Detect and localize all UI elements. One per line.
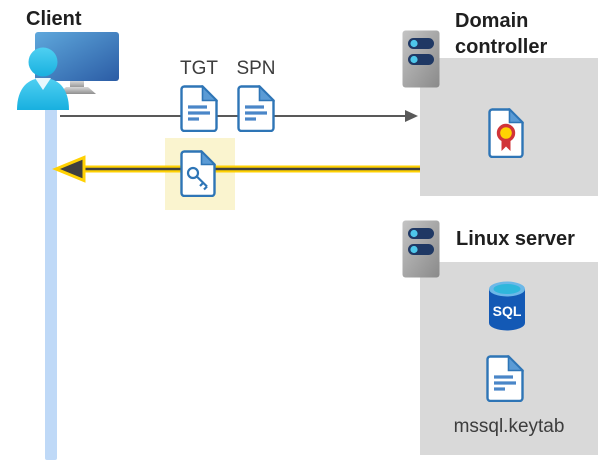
request-arrow-head-icon	[405, 110, 418, 122]
linux-server-label: Linux server	[456, 228, 575, 250]
tgt-document-icon	[180, 85, 218, 132]
linux-server-icon	[402, 220, 440, 278]
keytab-document-icon	[486, 355, 524, 402]
request-arrow-line	[60, 115, 407, 117]
sql-icon-label: SQL	[493, 303, 522, 319]
key-document-icon	[180, 150, 216, 197]
spn-document-icon	[237, 85, 275, 132]
domain-controller-server-icon	[402, 30, 440, 88]
client-label: Client	[26, 8, 82, 30]
spn-label: SPN	[236, 58, 276, 79]
certificate-icon	[488, 108, 524, 158]
response-arrow-icon	[52, 155, 420, 183]
client-lifeline	[45, 93, 57, 460]
sql-database-icon: SQL	[489, 281, 525, 331]
keytab-filename-label: mssql.keytab	[453, 416, 565, 437]
domain-controller-label: Domain controller	[455, 10, 548, 58]
client-monitor-user-icon	[17, 32, 119, 110]
tgt-label: TGT	[180, 58, 218, 79]
